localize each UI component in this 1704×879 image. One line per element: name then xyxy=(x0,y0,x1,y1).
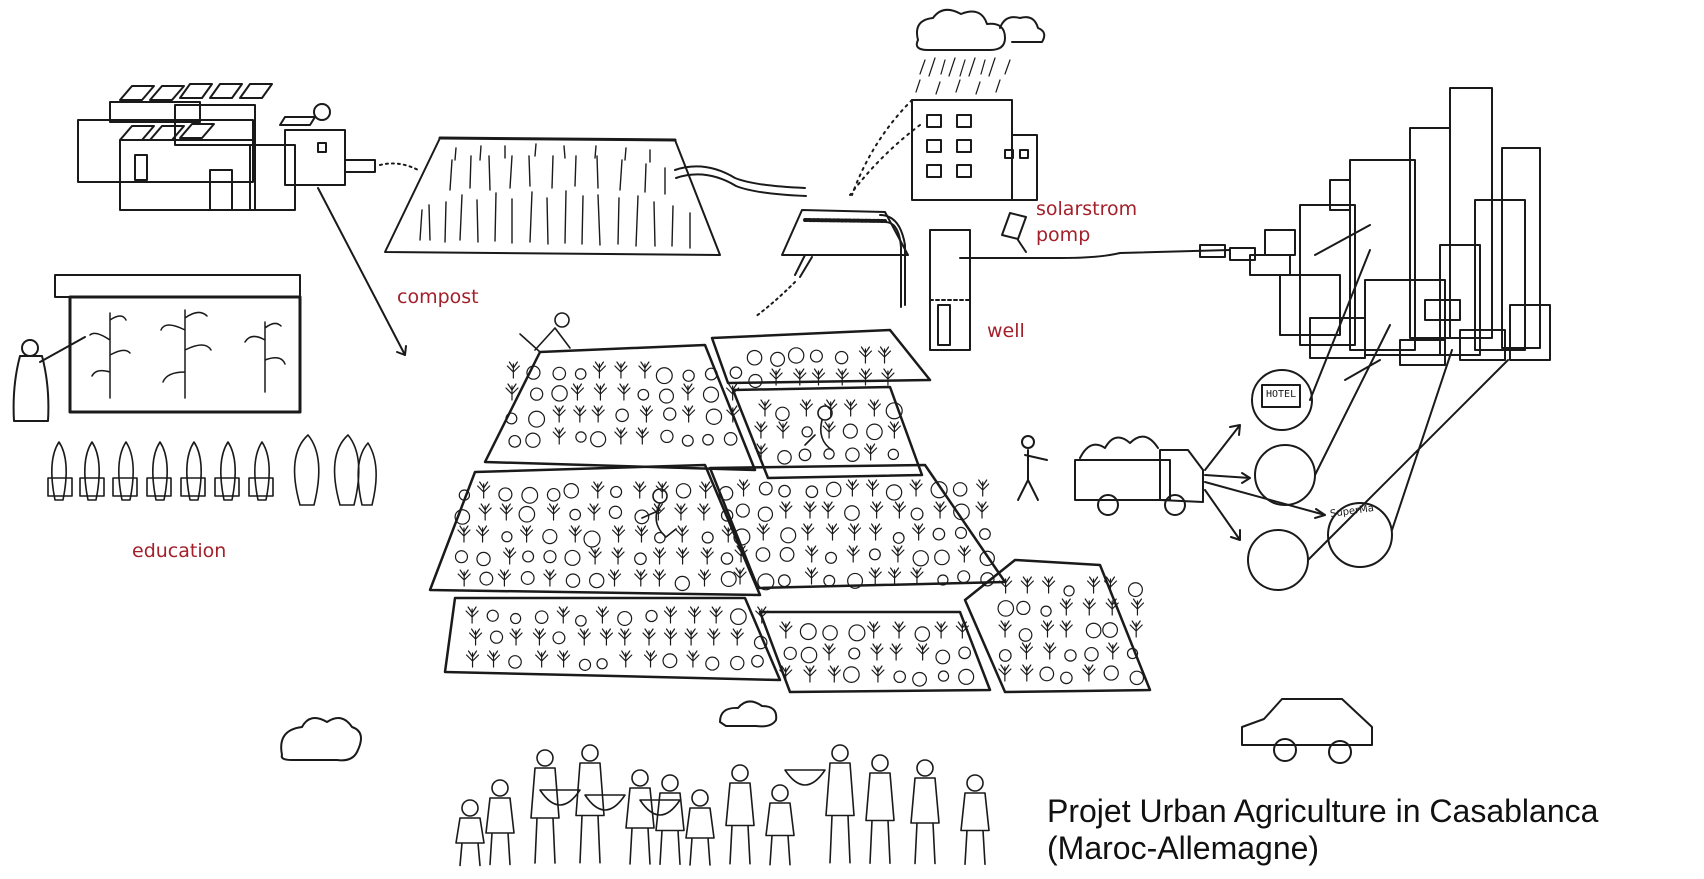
market-destinations xyxy=(1247,249,1509,591)
hotel-sign: HOTEL xyxy=(1266,389,1297,400)
education-label: education xyxy=(132,540,227,562)
caption-subtitle: (Maroc-Allemagne) xyxy=(1047,830,1320,866)
city-skyline xyxy=(1199,87,1551,381)
bushes xyxy=(280,700,778,762)
caption: Projet Urban Agriculture in Casablanca (… xyxy=(1047,793,1598,867)
water-basin xyxy=(754,209,909,318)
education-board xyxy=(54,274,302,414)
crops xyxy=(454,346,1145,687)
distribution-arrows xyxy=(1204,424,1326,541)
car xyxy=(1241,698,1373,764)
apartment-building xyxy=(849,99,1038,201)
top-field xyxy=(384,136,807,256)
compost-arrow xyxy=(317,187,407,356)
teacher-figure xyxy=(12,336,86,422)
compost-label: compost xyxy=(397,286,479,308)
community-figures xyxy=(455,744,990,867)
delivery-truck xyxy=(1017,435,1204,516)
students-row xyxy=(47,434,377,506)
well-label: well xyxy=(987,320,1025,342)
farmers-in-field xyxy=(519,312,833,538)
pomp-label: pomp xyxy=(1036,224,1091,246)
well xyxy=(929,229,1231,351)
solar-pump xyxy=(1001,212,1027,253)
caption-title: Projet Urban Agriculture in Casablanca xyxy=(1047,793,1599,829)
solar-buildings xyxy=(77,83,421,211)
solarstrom-label: solarstrom xyxy=(1036,198,1138,220)
rain-cloud xyxy=(915,8,1046,95)
